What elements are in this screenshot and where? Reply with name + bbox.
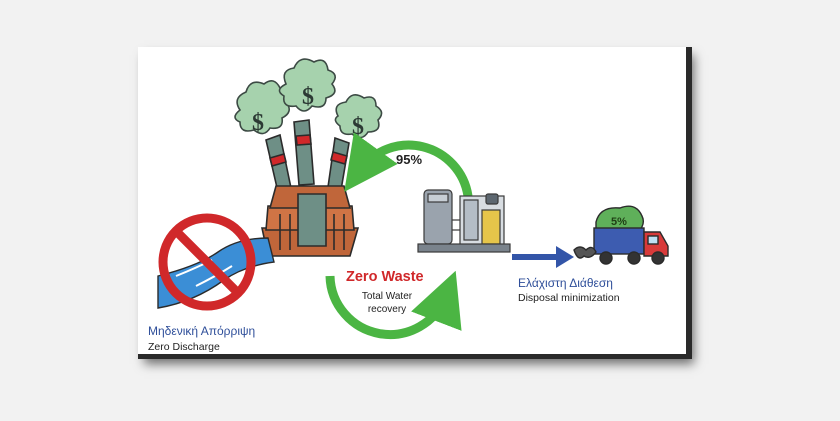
zero-waste-subtitle: Total Water recovery [356, 290, 418, 316]
card-shadow-bottom [138, 354, 692, 359]
treatment-plant-icon [417, 189, 511, 253]
svg-text:$: $ [302, 84, 314, 110]
no-discharge-icon [158, 213, 256, 311]
zero-waste-subtitle-line1: Total Water [361, 291, 413, 302]
disposal-english-label: Disposal minimization [518, 292, 620, 304]
card-shadow-edge [686, 47, 692, 356]
discharge-greek-label: Μηδενική Απόρριψη [148, 324, 256, 338]
recycle-arrows [325, 132, 473, 339]
zero-waste-subtitle-line2: recovery [367, 304, 407, 315]
cycle-percent-label: 95% [396, 152, 423, 167]
factory-icon [261, 185, 360, 257]
zero-waste-title: Zero Waste [346, 269, 424, 285]
disposal-arrow [512, 246, 574, 268]
svg-text:$: $ [252, 110, 264, 136]
smoke-clouds [234, 58, 383, 139]
truck-percent-label: 5% [611, 216, 627, 228]
chimneys [265, 119, 350, 194]
disposal-greek-label: Ελάχιστη Διάθεση [518, 276, 613, 290]
truck-icon [573, 205, 669, 265]
discharge-english-label: Zero Discharge [148, 341, 220, 353]
svg-text:$: $ [352, 114, 364, 140]
